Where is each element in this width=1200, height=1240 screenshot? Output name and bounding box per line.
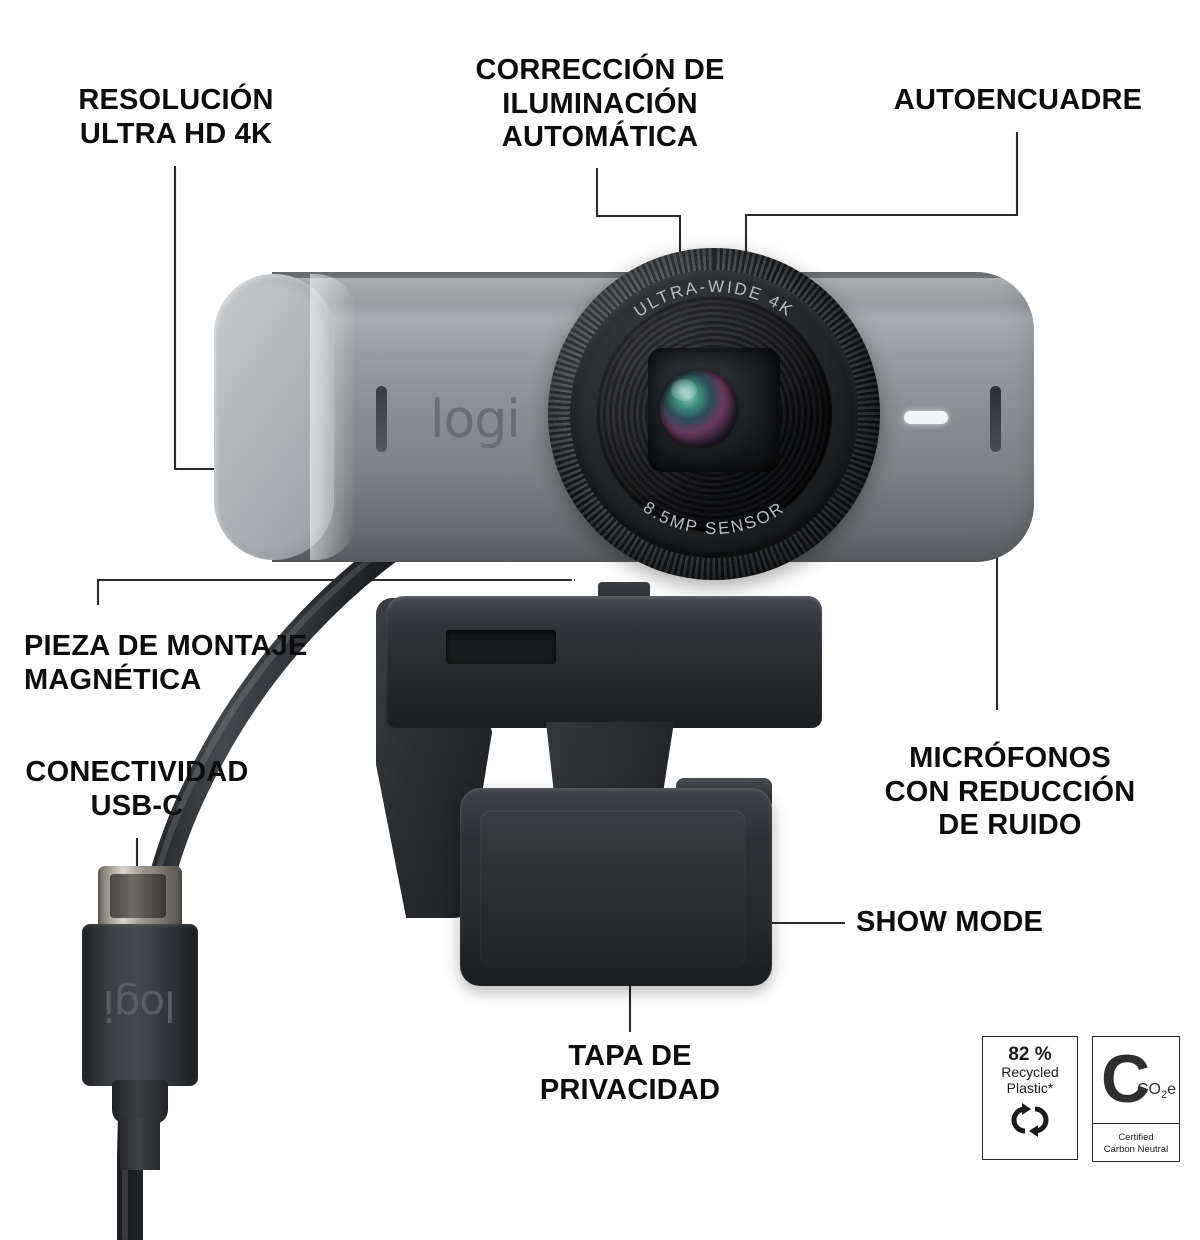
badge-recycled-plastic: 82 % Recycled Plastic* [982,1036,1078,1160]
callout-resolution: RESOLUCIÓN ULTRA HD 4K [40,84,312,151]
callout-lighting-line-2: ILUMINACIÓN [502,87,698,120]
badge-recycled-line-2: Plastic* [1006,1079,1054,1096]
badge-carbon-caption-line-2: Carbon Neutral [1103,1144,1169,1156]
status-led-indicator [904,411,948,424]
privacy-shutter-inner [480,810,746,968]
callout-resolution-line-2: ULTRA HD 4K [79,117,273,150]
mounting-clip [376,582,826,1002]
usb-c-connector: logi [76,866,204,1170]
usb-c-logi-text: logi [104,980,176,1030]
clip-top-notch [446,630,556,664]
callout-autoframing: AUTOENCUADRE [862,84,1174,118]
camera-lens-assembly: ULTRA-WIDE 4K 8.5MP SENSOR [548,248,880,580]
lens-glass-element [660,370,738,448]
microphone-slot-left [376,386,387,452]
microphone-slot-right [990,386,1001,452]
badge-carbon-unit-tail: e [1167,1081,1177,1098]
callout-microphones-line-3: DE RUIDO [938,809,1082,842]
badge-carbon-unit-main: CO [1137,1081,1161,1098]
callout-resolution-line-1: RESOLUCIÓN [78,84,274,116]
callout-noise-reducing-microphones: MICRÓFONOS CON REDUCCIÓN DE RUIDO [845,742,1175,843]
badge-carbon-caption: Certified Carbon Neutral [1093,1125,1179,1157]
logi-wordmark: logi [430,390,521,450]
badge-carbon-caption-line-1: Certified [1118,1132,1154,1143]
callout-privacy-line-1: TAPA DE [568,1040,692,1072]
callout-autoframing-line-1: AUTOENCUADRE [893,84,1143,116]
callout-privacy-line-2: PRIVACIDAD [539,1073,721,1106]
product-feature-diagram: logi ULTRA-WIDE 4K 8.5MP SENSOR [6,54,1180,1240]
callout-usb-c-connectivity: CONECTIVIDAD USB-C [6,756,268,823]
callout-privacy-cover: TAPA DE PRIVACIDAD [470,1040,790,1107]
callout-mount-line-2: MAGNÉTICA [24,663,202,696]
badge-carbon-unit: CO2e [1137,1081,1176,1101]
lens-text-bottom: 8.5MP SENSOR [640,498,789,538]
callout-magnetic-mount: PIEZA DE MONTAJE MAGNÉTICA [24,630,354,697]
certification-badges: 82 % Recycled Plastic* C CO2e Certified … [982,1036,1180,1162]
lens-text-top: ULTRA-WIDE 4K [630,277,797,321]
badge-recycled-line-1: Recycled [1001,1063,1059,1080]
usb-c-tip-slot [110,874,166,918]
lens-engraving: ULTRA-WIDE 4K 8.5MP SENSOR [630,277,797,538]
badge-carbon-letter: C [1101,1041,1151,1117]
usb-c-housing [82,924,198,1086]
badge-recycled-percent: 82 % [1008,1044,1052,1065]
callout-microphones-line-1: MICRÓFONOS [909,742,1111,774]
callout-lighting-line-3: AUTOMÁTICA [501,121,699,154]
callout-usbc-line-1: CONECTIVIDAD [25,756,249,788]
usb-c-strain-relief [112,1080,168,1124]
badge-carbon-divider [1093,1123,1179,1124]
callout-usbc-line-2: USB-C [90,789,184,822]
callout-showmode-line-1: SHOW MODE [856,906,1044,938]
callout-lighting-line-1: CORRECCIÓN DE [475,54,725,86]
badge-carbon-neutral: C CO2e Certified Carbon Neutral [1092,1036,1180,1162]
badge-carbon-unit-sub: 2 [1161,1089,1168,1102]
usb-c-wire-stub [120,1118,160,1170]
body-endcap-edge [310,274,356,560]
callout-show-mode: SHOW MODE [856,906,1156,940]
usb-c-logi-mark: logi [82,924,198,1086]
callout-microphones-line-2: CON REDUCCIÓN [884,775,1136,808]
callout-mount-line-1: PIEZA DE MONTAJE [24,630,308,662]
callout-lighting-correction: CORRECCIÓN DE ILUMINACIÓN AUTOMÁTICA [445,54,755,155]
recycling-loop-icon [1011,1103,1049,1138]
badge-carbon-symbol: C CO2e [1093,1037,1179,1123]
